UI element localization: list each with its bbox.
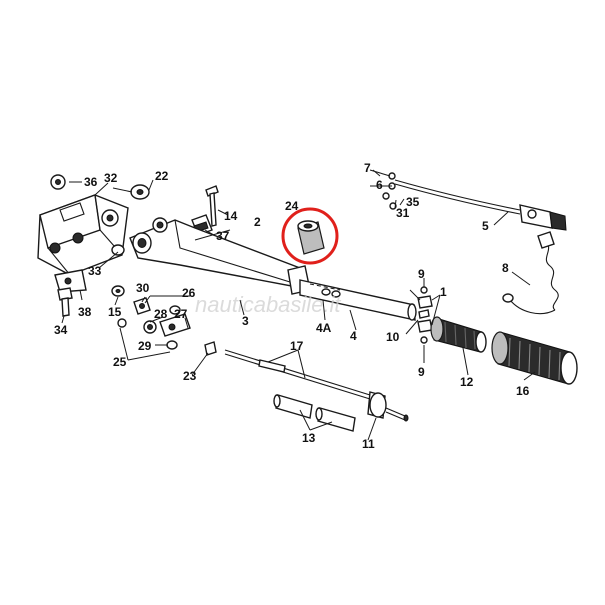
callout-25: 25 xyxy=(113,355,127,369)
callout-31: 31 xyxy=(396,206,410,220)
callout-24: 24 xyxy=(285,199,299,213)
part-29 xyxy=(166,340,178,350)
callout-1: 1 xyxy=(440,285,447,299)
handle-11 xyxy=(367,391,409,422)
callout-11: 11 xyxy=(362,437,375,451)
plate-38 xyxy=(54,269,87,293)
leader-lines xyxy=(61,169,536,441)
bolt-14 xyxy=(205,185,219,227)
callout-27: 27 xyxy=(174,307,188,321)
callout-16: 16 xyxy=(516,384,530,398)
callout-33: 33 xyxy=(88,264,102,278)
part-4a xyxy=(321,288,341,298)
callout-17: 17 xyxy=(290,339,304,353)
sleeves-13 xyxy=(273,394,356,432)
callout-7: 7 xyxy=(364,161,371,175)
callout-34: 34 xyxy=(54,323,68,337)
callout-3: 3 xyxy=(242,314,249,328)
callout-6: 6 xyxy=(376,178,383,192)
callout-12: 12 xyxy=(460,375,474,389)
callout-37: 37 xyxy=(216,229,230,243)
bracket-32 xyxy=(37,194,129,276)
callout-5: 5 xyxy=(482,219,489,233)
part-26 xyxy=(169,305,181,315)
callout-32: 32 xyxy=(104,171,118,185)
part-25 xyxy=(117,318,127,328)
callout-10: 10 xyxy=(386,330,400,344)
cable-17 xyxy=(224,349,371,400)
callout-35: 35 xyxy=(406,195,420,209)
nut-36 xyxy=(50,174,66,190)
callout-2: 2 xyxy=(254,215,261,229)
callout-14: 14 xyxy=(224,209,238,223)
callout-9a: 9 xyxy=(418,267,425,281)
callout-4a: 4A xyxy=(316,321,332,335)
callout-15: 15 xyxy=(108,305,122,319)
part-24 xyxy=(297,220,325,255)
callout-labels: 36 32 22 14 37 2 24 33 38 34 15 30 26 28… xyxy=(54,161,530,451)
tiller-arm-2 xyxy=(129,217,311,295)
part-30 xyxy=(133,297,151,315)
washer-15 xyxy=(111,285,125,297)
callout-22: 22 xyxy=(155,169,169,183)
callout-4: 4 xyxy=(350,329,357,343)
screw-34 xyxy=(57,287,73,317)
callout-8: 8 xyxy=(502,261,509,275)
callout-29: 29 xyxy=(138,339,152,353)
callout-26: 26 xyxy=(182,286,196,300)
screws-31-35 xyxy=(382,192,397,210)
grip-12 xyxy=(430,316,487,353)
cable-5 xyxy=(394,179,567,231)
grip-16 xyxy=(491,331,578,385)
part-28 xyxy=(143,320,157,334)
callout-23: 23 xyxy=(183,369,197,383)
highlight-circle xyxy=(281,207,339,265)
watermark: nauticabasile.it xyxy=(195,292,341,317)
callout-38: 38 xyxy=(78,305,92,319)
callout-9b: 9 xyxy=(418,365,425,379)
part-27 xyxy=(159,313,191,337)
callout-36: 36 xyxy=(84,175,98,189)
callout-28: 28 xyxy=(154,307,168,321)
part-23 xyxy=(204,341,217,356)
washer-22 xyxy=(130,184,150,200)
bracket-33 xyxy=(111,244,125,256)
callout-13: 13 xyxy=(302,431,316,445)
callout-30: 30 xyxy=(136,281,150,295)
pins-1 xyxy=(417,286,433,344)
lanyard-8 xyxy=(502,231,559,315)
